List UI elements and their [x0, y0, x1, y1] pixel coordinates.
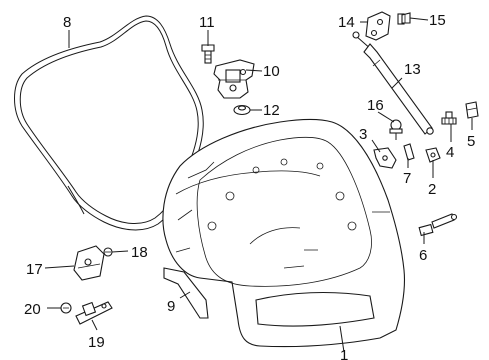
- lock-actuator-part: [73, 245, 105, 281]
- leader-lines: [44, 17, 473, 353]
- callout-12: 12: [263, 102, 280, 119]
- callout-2: 2: [428, 181, 436, 198]
- callout-4: 4: [446, 144, 454, 161]
- callout-18: 18: [131, 244, 148, 261]
- bumper-part: [418, 213, 458, 237]
- hinge-part: [213, 59, 255, 99]
- trim-strip-part: [163, 267, 209, 319]
- callout-13: 13: [404, 61, 421, 78]
- stud-part: [441, 111, 457, 125]
- callout-7: 7: [403, 170, 411, 187]
- callout-1: 1: [340, 347, 348, 360]
- bracket-bolt-part: [397, 12, 411, 25]
- callout-10: 10: [263, 63, 280, 80]
- hinge-bolt-part: [201, 44, 215, 64]
- lift-support-bracket-part: [365, 11, 391, 41]
- callout-20: 20: [24, 301, 41, 318]
- ball-stud-part: [389, 119, 403, 140]
- small-clip-part: [403, 143, 415, 161]
- clip-part: [465, 101, 479, 119]
- callout-3: 3: [359, 126, 367, 143]
- callout-9: 9: [167, 298, 175, 315]
- striker-part: [75, 301, 113, 325]
- liftgate-part: [162, 118, 406, 348]
- callout-14: 14: [338, 14, 355, 31]
- actuator-screw-part: [103, 247, 113, 257]
- callout-17: 17: [26, 261, 43, 278]
- lift-support-part: [352, 31, 434, 135]
- callout-11: 11: [199, 14, 215, 31]
- callout-8: 8: [63, 14, 71, 31]
- callout-15: 15: [429, 12, 446, 29]
- callout-6: 6: [419, 247, 427, 264]
- lower-bracket-part: [425, 147, 441, 163]
- grommet-part: [233, 104, 251, 116]
- callout-5: 5: [467, 133, 475, 150]
- callout-labels: 8 11 10 12 14 15 13 16 3 4 5 7 2 6 1 9 1…: [24, 12, 475, 360]
- hinge-bracket-part: [373, 147, 397, 169]
- callout-16: 16: [367, 97, 384, 114]
- callout-19: 19: [88, 334, 105, 351]
- striker-bolt-part: [60, 302, 72, 314]
